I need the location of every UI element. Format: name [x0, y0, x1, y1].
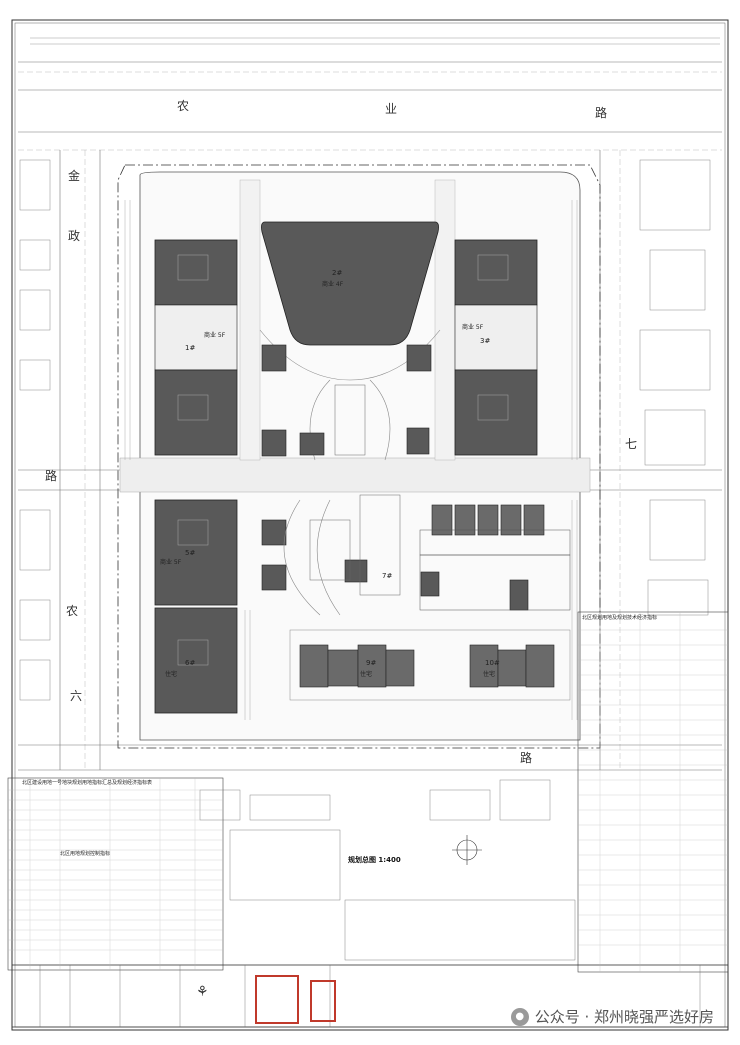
building-label-10: 住宅 [483, 671, 496, 678]
wechat-icon: ● [510, 1007, 529, 1026]
building-label-2: 商业 4F [322, 281, 344, 288]
road-label-top-2: 业 [385, 102, 398, 116]
road-label-top-3: 路 [595, 106, 608, 120]
building-tag-1: 1# [185, 344, 196, 352]
building-tag-7: 7# [382, 572, 393, 580]
left-table-subtitle: 北区用地规划控制指标 [60, 851, 111, 857]
building-tag-10: 10# [485, 659, 500, 667]
road-label-left-5: 六 [70, 689, 83, 703]
company-logo-icon: ⚘ [196, 984, 209, 1000]
building-tag-6: 6# [185, 659, 196, 667]
road-label-left-4: 农 [66, 604, 79, 618]
building-tag-2: 2# [332, 269, 343, 277]
building-label-6: 住宅 [165, 671, 178, 678]
building-tag-9: 9# [366, 659, 377, 667]
left-table-title: 北区建设用地一号地块规划用地指标汇总及规划经济指标表 [22, 780, 153, 786]
building-tag-3: 3# [480, 337, 491, 345]
building-label-5: 商业 5F [160, 559, 182, 566]
approval-stamp-2 [310, 980, 336, 1022]
right-table-title: 北区规划用地及规划技术经济指标 [582, 615, 658, 621]
watermark: ● 公众号 · 郑州晓强严选好房 [510, 1006, 714, 1027]
approval-stamp-1 [255, 975, 299, 1024]
road-label-left-3: 路 [45, 469, 58, 483]
road-label-left-1: 金 [68, 169, 81, 183]
road-label-bottom: 路 [520, 751, 533, 765]
building-label-3: 商业 5F [462, 324, 484, 331]
road-label-left-2: 政 [68, 229, 81, 243]
building-tag-5: 5# [185, 549, 196, 557]
watermark-text: 公众号 · 郑州晓强严选好房 [534, 1008, 714, 1026]
road-label-right-1: 七 [625, 437, 638, 451]
building-label-9: 住宅 [360, 671, 373, 678]
building-label-1: 商业 5F [204, 332, 226, 339]
road-label-top-1: 农 [177, 99, 190, 113]
plan-scale-title: 规划总图 1:400 [348, 856, 401, 864]
